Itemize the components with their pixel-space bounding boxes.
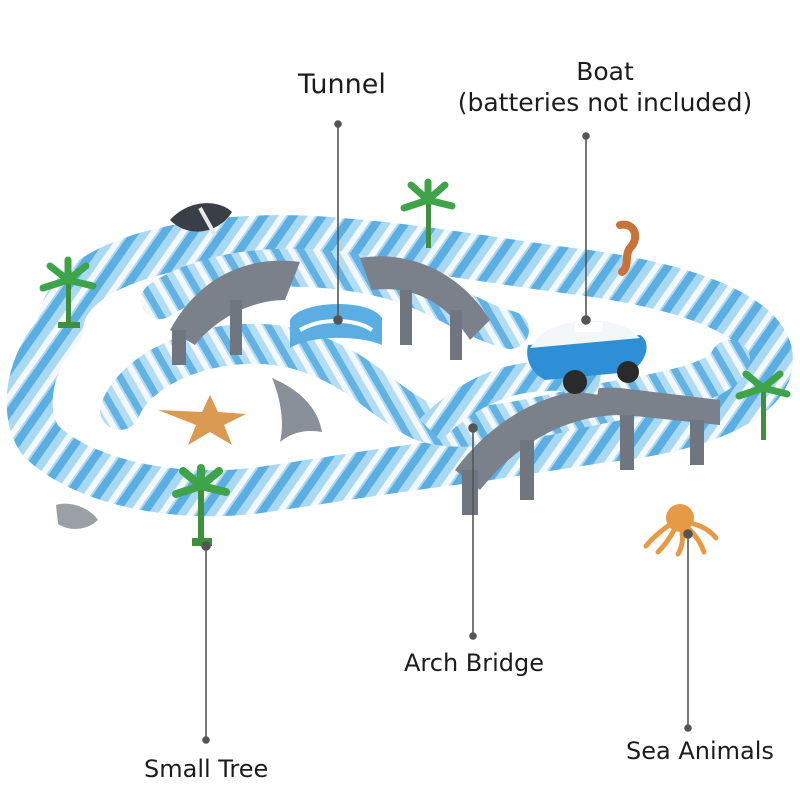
palm-tree-top — [400, 178, 456, 248]
angelfish — [170, 203, 232, 236]
palm-tree-left — [39, 256, 97, 328]
seahorse — [616, 220, 640, 276]
arch-bridge-label: Arch Bridge — [404, 649, 545, 677]
boat — [527, 320, 647, 394]
boat-label-note: (batteries not included) — [457, 88, 753, 118]
octopus — [643, 504, 719, 557]
tunnel — [290, 303, 382, 348]
palm-tree-right — [735, 370, 791, 440]
sea-animals-label: Sea Animals — [626, 737, 774, 765]
palm-tree-small — [172, 464, 230, 546]
arch-bridge-back — [170, 256, 490, 365]
callout-lines — [201, 120, 693, 744]
small-tree-label: Small Tree — [144, 755, 269, 783]
seal — [56, 503, 98, 529]
boat-label: Boat (batteries not included) — [440, 56, 770, 119]
starfish — [158, 395, 246, 445]
boat-label-title: Boat — [576, 57, 634, 86]
tunnel-label: Tunnel — [298, 69, 386, 100]
shark — [272, 378, 322, 442]
